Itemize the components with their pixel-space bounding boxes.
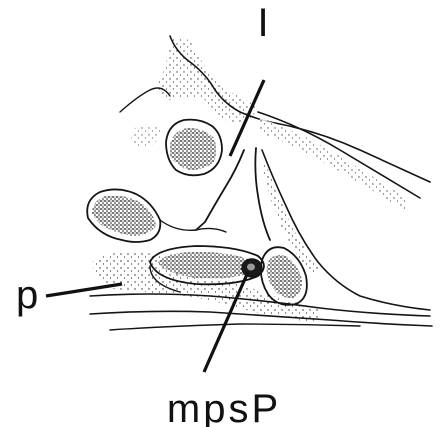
left-lobe xyxy=(87,189,226,242)
upper-round-body xyxy=(166,120,222,176)
upper-tissue-region xyxy=(120,36,430,210)
label-top: I xyxy=(257,1,268,45)
label-left: p xyxy=(16,273,38,317)
label-bottom: mpsP xyxy=(167,387,281,427)
dark-nucleus-body xyxy=(242,259,262,277)
